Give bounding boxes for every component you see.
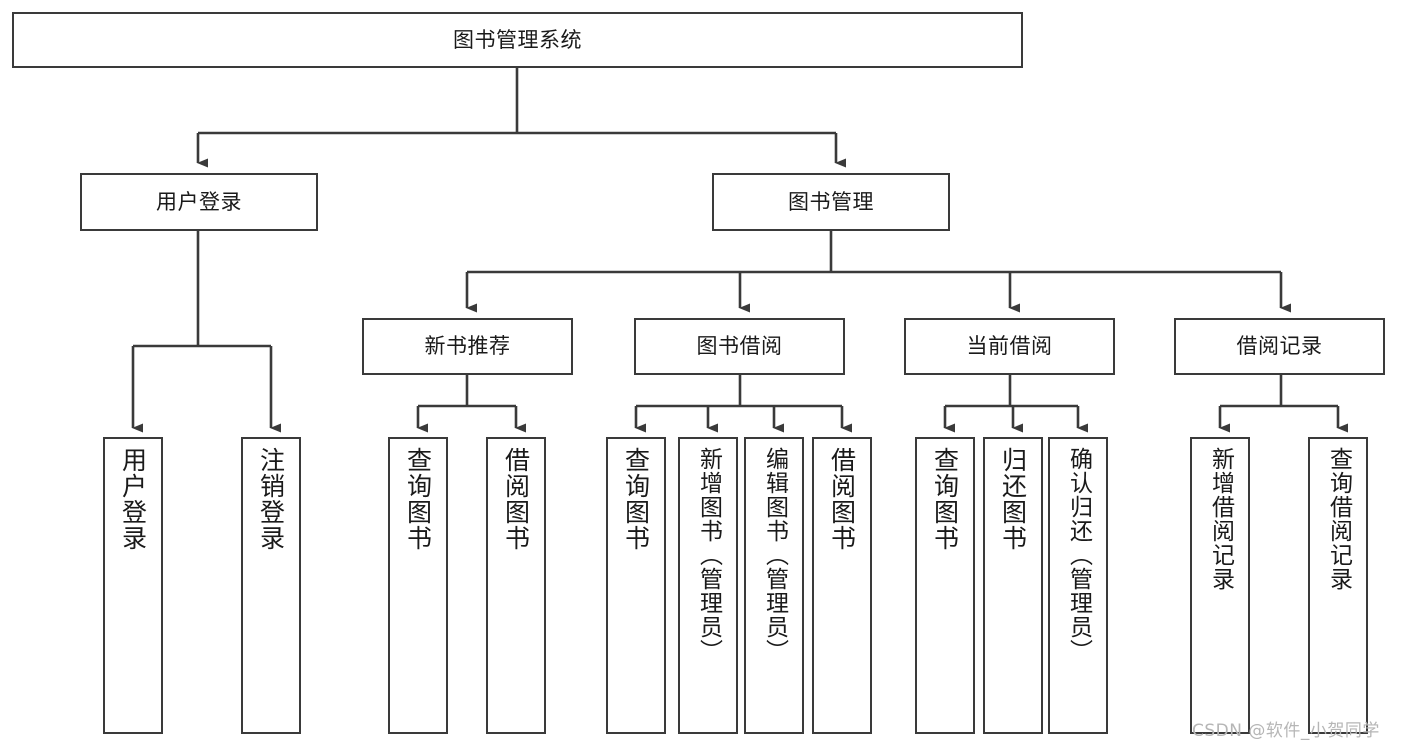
leaf-record-add-record[interactable]: 新增借阅记录 (1190, 437, 1250, 734)
node-label: 借阅图书 (827, 447, 857, 551)
node-current-borrow[interactable]: 当前借阅 (904, 318, 1115, 375)
node-label: 查询借阅记录 (1325, 447, 1352, 591)
node-label: 编辑图书（管理员） (761, 447, 788, 663)
node-label: 用户登录 (118, 447, 148, 551)
node-label: 新增借阅记录 (1207, 447, 1234, 591)
node-label: 查询图书 (621, 447, 651, 551)
node-label: 查询图书 (403, 447, 433, 551)
node-label: 注销登录 (256, 447, 286, 551)
leaf-current-confirm-return-admin[interactable]: 确认归还（管理员） (1048, 437, 1108, 734)
leaf-borrow-edit-book-admin[interactable]: 编辑图书（管理员） (744, 437, 804, 734)
node-label: 借阅图书 (501, 447, 531, 551)
leaf-recommend-query-book[interactable]: 查询图书 (388, 437, 448, 734)
node-label: 用户登录 (156, 189, 242, 214)
node-label: 归还图书 (998, 447, 1028, 551)
leaf-borrow-query-book[interactable]: 查询图书 (606, 437, 666, 734)
csdn-watermark: CSDN @软件_小贺同学 (1192, 721, 1380, 741)
node-label: 查询图书 (930, 447, 960, 551)
node-label: 图书管理 (788, 189, 874, 214)
node-label: 当前借阅 (966, 334, 1053, 359)
node-borrow-record[interactable]: 借阅记录 (1174, 318, 1385, 375)
node-label: 图书借阅 (696, 334, 783, 359)
leaf-user-login-logout[interactable]: 注销登录 (241, 437, 301, 734)
node-label: 新增图书（管理员） (695, 447, 722, 663)
leaf-record-query-record[interactable]: 查询借阅记录 (1308, 437, 1368, 734)
node-label: 借阅记录 (1236, 334, 1323, 359)
node-label: 图书管理系统 (453, 27, 582, 52)
node-label: 确认归还（管理员） (1065, 447, 1092, 663)
node-book-borrow[interactable]: 图书借阅 (634, 318, 845, 375)
leaf-user-login-login[interactable]: 用户登录 (103, 437, 163, 734)
node-new-book-recommend[interactable]: 新书推荐 (362, 318, 573, 375)
leaf-recommend-borrow-book[interactable]: 借阅图书 (486, 437, 546, 734)
node-label: 新书推荐 (424, 334, 511, 359)
leaf-current-query-book[interactable]: 查询图书 (915, 437, 975, 734)
leaf-borrow-add-book-admin[interactable]: 新增图书（管理员） (678, 437, 738, 734)
node-book-management[interactable]: 图书管理 (712, 173, 950, 231)
leaf-borrow-borrow-book[interactable]: 借阅图书 (812, 437, 872, 734)
leaf-current-return-book[interactable]: 归还图书 (983, 437, 1043, 734)
node-root-system[interactable]: 图书管理系统 (12, 12, 1023, 68)
node-user-login[interactable]: 用户登录 (80, 173, 318, 231)
